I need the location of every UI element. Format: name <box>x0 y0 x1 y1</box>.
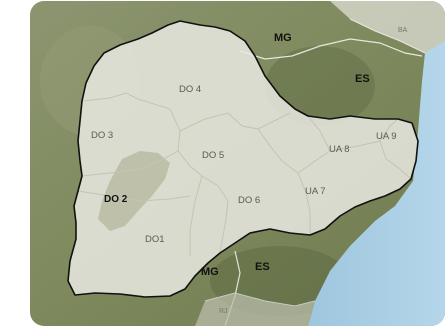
basin-map[interactable]: DO 4 DO 3 DO 5 DO 2 DO 6 DO1 UA 7 UA 8 U… <box>30 1 445 326</box>
do2-shade <box>98 151 170 231</box>
ocean <box>308 41 445 326</box>
region-label-do3: DO 3 <box>91 130 113 141</box>
state-label-mg-bottom: MG <box>201 266 219 278</box>
state-border-north <box>239 38 423 60</box>
rj-area <box>195 293 315 326</box>
region-label-do2: DO 2 <box>104 194 128 205</box>
region-label-ua9: UA 9 <box>376 131 397 142</box>
state-label-es-top: ES <box>355 73 370 85</box>
region-label-do6: DO 6 <box>238 195 260 206</box>
state-border-ba <box>349 18 426 54</box>
map-container[interactable]: DO 4 DO 3 DO 5 DO 2 DO 6 DO1 UA 7 UA 8 U… <box>30 1 445 326</box>
region-label-do5: DO 5 <box>202 150 224 161</box>
state-label-ba: BA <box>398 27 408 34</box>
state-label-mg-top: MG <box>274 32 292 44</box>
region-label-ua7: UA 7 <box>305 186 326 197</box>
region-borders <box>77 92 412 256</box>
region-label-do1: DO1 <box>145 234 165 245</box>
state-label-es-bottom: ES <box>255 261 270 273</box>
basin-area <box>68 21 418 297</box>
state-label-rj: RJ <box>219 308 228 315</box>
region-label-do4: DO 4 <box>179 84 201 95</box>
basin-outline <box>67 20 419 298</box>
region-label-ua8: UA 8 <box>329 144 350 155</box>
ba-area <box>330 1 445 56</box>
